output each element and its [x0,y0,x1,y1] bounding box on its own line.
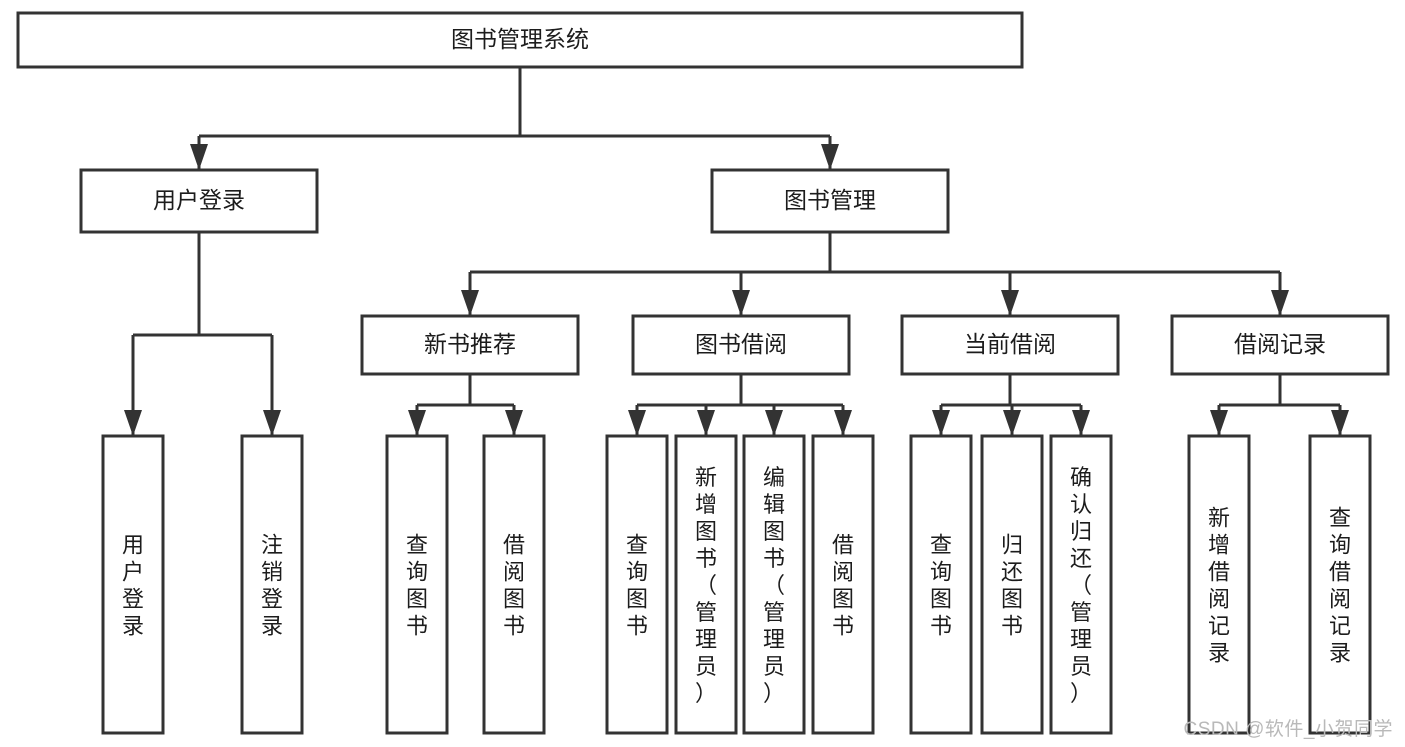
node-box [1308,434,1372,735]
node-label: 查询借阅记录 [1329,506,1351,666]
node-label: 用户登录 [122,533,144,639]
arrow-head-icon [1210,410,1228,436]
arrow-head-icon [932,410,950,436]
node-box [79,168,319,234]
node-label: 编辑图书（管理员） [763,465,785,706]
node-l-bo-edit[interactable]: 编辑图书（管理员） [742,434,806,735]
node-n-current[interactable]: 当前借阅 [900,314,1120,376]
connector-layer [124,67,1349,436]
node-label: 查询图书 [406,533,428,639]
node-label: 借阅记录 [1234,331,1326,357]
node-l-cu-query[interactable]: 查询图书 [909,434,973,735]
node-label: 借阅图书 [503,533,525,639]
node-label: 图书管理系统 [451,26,589,52]
node-box [360,314,580,376]
node-box [1187,434,1251,735]
node-label: 注销登录 [261,533,283,639]
node-label: 新增借阅记录 [1208,506,1230,666]
node-n-record[interactable]: 借阅记录 [1170,314,1390,376]
node-n-book-manage[interactable]: 图书管理 [710,168,950,234]
node-l-user-login[interactable]: 用户登录 [101,434,165,735]
node-label: 借阅图书 [832,533,854,639]
arrow-head-icon [408,410,426,436]
arrow-head-icon [1271,290,1289,316]
node-label: 新增图书（管理员） [695,465,717,706]
node-label: 用户登录 [153,187,245,213]
node-l-bo-borrow[interactable]: 借阅图书 [811,434,875,735]
node-box [811,434,875,735]
arrow-head-icon [732,290,750,316]
node-label: 图书借阅 [695,331,787,357]
arrow-head-icon [505,410,523,436]
arrow-head-icon [263,410,281,436]
node-box [385,434,449,735]
node-label: 当前借阅 [964,331,1056,357]
node-box [1049,434,1113,735]
node-box [742,434,806,735]
arrow-head-icon [1001,290,1019,316]
node-root[interactable]: 图书管理系统 [16,11,1024,69]
node-label: 新书推荐 [424,331,516,357]
arrow-head-icon [461,290,479,316]
node-box [16,11,1024,69]
node-l-cu-confirm[interactable]: 确认归还（管理员） [1049,434,1113,735]
node-l-nb-borrow[interactable]: 借阅图书 [482,434,546,735]
node-box [980,434,1044,735]
node-box [674,434,738,735]
node-label: 确认归还（管理员） [1070,465,1092,706]
node-layer: 图书管理系统用户登录图书管理新书推荐图书借阅当前借阅借阅记录用户登录注销登录查询… [16,11,1390,735]
node-l-nb-query[interactable]: 查询图书 [385,434,449,735]
arrow-head-icon [834,410,852,436]
node-label: 查询图书 [626,533,648,639]
node-l-re-query[interactable]: 查询借阅记录 [1308,434,1372,735]
node-box [605,434,669,735]
node-box [1170,314,1390,376]
node-l-user-logout[interactable]: 注销登录 [240,434,304,735]
node-l-cu-return[interactable]: 归还图书 [980,434,1044,735]
node-l-bo-add[interactable]: 新增图书（管理员） [674,434,738,735]
arrow-head-icon [628,410,646,436]
node-box [240,434,304,735]
node-box [909,434,973,735]
arrow-head-icon [1331,410,1349,436]
arrow-head-icon [821,144,839,170]
arrow-head-icon [1072,410,1090,436]
node-n-borrow[interactable]: 图书借阅 [631,314,851,376]
node-l-bo-query[interactable]: 查询图书 [605,434,669,735]
arrow-head-icon [124,410,142,436]
arrow-head-icon [765,410,783,436]
node-label: 归还图书 [1001,533,1023,639]
node-box [101,434,165,735]
node-label: 图书管理 [784,187,876,213]
arrow-head-icon [190,144,208,170]
watermark-label: CSDN @软件_小贺同学 [1183,719,1393,740]
node-box [631,314,851,376]
node-l-re-add[interactable]: 新增借阅记录 [1187,434,1251,735]
arrow-head-icon [697,410,715,436]
node-label: 查询图书 [930,533,952,639]
arrow-head-icon [1003,410,1021,436]
node-box [710,168,950,234]
node-box [900,314,1120,376]
node-box [482,434,546,735]
node-n-user-login[interactable]: 用户登录 [79,168,319,234]
node-n-new-book[interactable]: 新书推荐 [360,314,580,376]
